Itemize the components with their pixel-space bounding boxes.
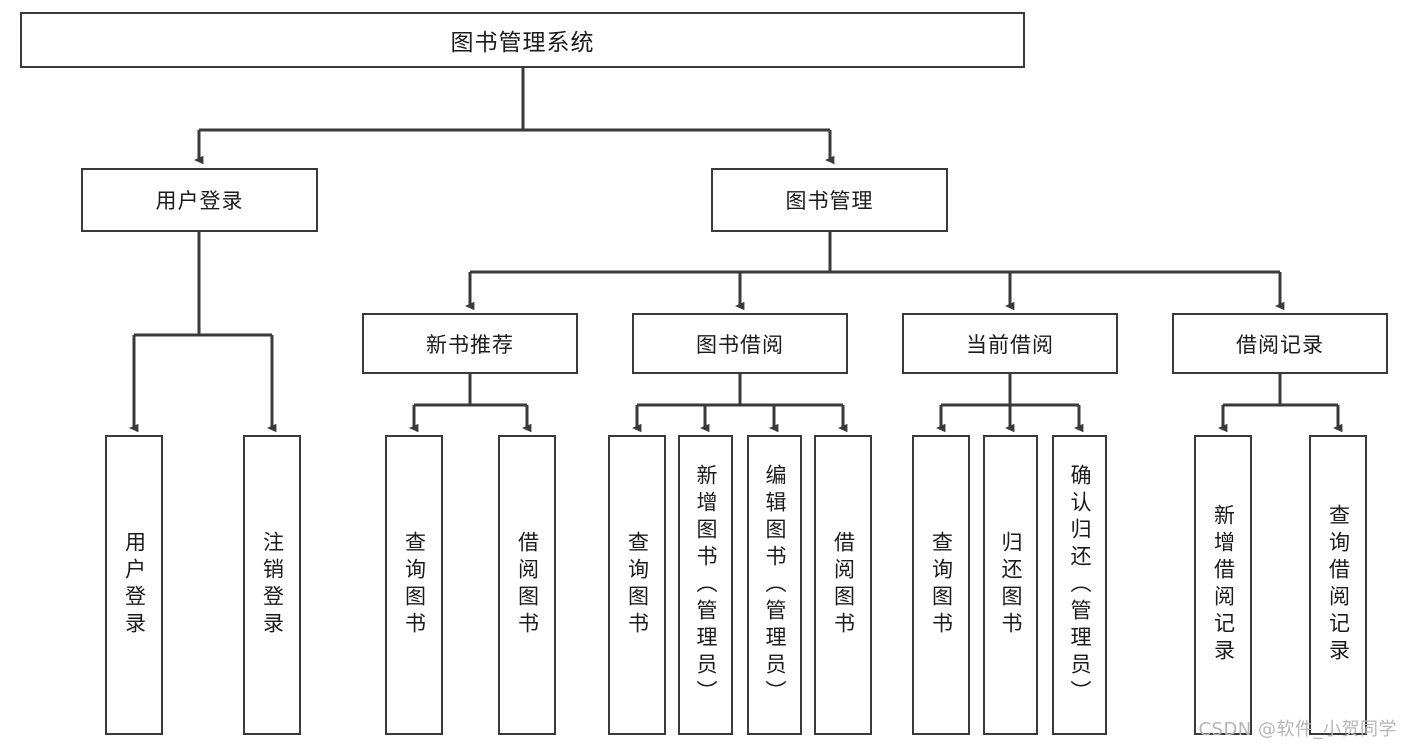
leaf-current-borrow-return[interactable]: 归还图书 — [983, 435, 1038, 735]
leaf-user-login-logout[interactable]: 注销登录 — [243, 435, 301, 735]
leaf-current-borrow-query[interactable]: 查询图书 — [912, 435, 970, 735]
leaf-borrow-record-query[interactable]: 查询借阅记录 — [1309, 435, 1367, 735]
node-label: 图书借阅 — [696, 332, 784, 357]
leaf-current-borrow-confirm-return[interactable]: 确认归还（管理员） — [1052, 435, 1107, 735]
csdn-watermark: CSDN @软件_小贺同学 — [1198, 719, 1397, 740]
node-label: 借阅图书 — [515, 531, 540, 639]
leaf-user-login-login[interactable]: 用户登录 — [105, 435, 163, 735]
node-borrow-record[interactable]: 借阅记录 — [1172, 313, 1388, 374]
node-book-borrow[interactable]: 图书借阅 — [632, 313, 848, 374]
node-label: 用户登录 — [155, 189, 244, 213]
node-label: 查询图书 — [402, 531, 427, 639]
node-current-borrow[interactable]: 当前借阅 — [902, 313, 1118, 374]
node-label: 查询图书 — [625, 531, 650, 639]
node-label: 查询图书 — [929, 531, 954, 639]
node-label: 图书管理系统 — [450, 30, 595, 56]
leaf-book-borrow-add[interactable]: 新增图书（管理员） — [678, 435, 733, 735]
node-book-management[interactable]: 图书管理 — [711, 168, 948, 232]
leaf-borrow-record-add[interactable]: 新增借阅记录 — [1194, 435, 1252, 735]
node-label: 借阅记录 — [1236, 332, 1324, 357]
node-label: 用户登录 — [122, 531, 147, 639]
node-label: 图书管理 — [785, 189, 874, 213]
leaf-new-book-borrow[interactable]: 借阅图书 — [498, 435, 556, 735]
node-label: 当前借阅 — [966, 332, 1054, 357]
node-label: 新增借阅记录 — [1211, 504, 1236, 666]
node-label: 借阅图书 — [831, 531, 856, 639]
node-label: 查询借阅记录 — [1326, 504, 1351, 666]
node-new-book-recommend[interactable]: 新书推荐 — [362, 313, 578, 374]
node-label: 编辑图书（管理员） — [763, 463, 787, 707]
node-label: 新增图书（管理员） — [694, 463, 718, 707]
leaf-book-borrow-query[interactable]: 查询图书 — [608, 435, 666, 735]
node-label: 归还图书 — [999, 531, 1023, 639]
node-root-system[interactable]: 图书管理系统 — [20, 12, 1025, 68]
leaf-book-borrow-edit[interactable]: 编辑图书（管理员） — [747, 435, 802, 735]
node-user-login[interactable]: 用户登录 — [81, 168, 318, 232]
leaf-book-borrow-borrow[interactable]: 借阅图书 — [814, 435, 872, 735]
node-label: 确认归还（管理员） — [1068, 463, 1092, 707]
node-label: 新书推荐 — [426, 332, 514, 357]
node-label: 注销登录 — [260, 531, 285, 639]
leaf-new-book-query[interactable]: 查询图书 — [385, 435, 443, 735]
